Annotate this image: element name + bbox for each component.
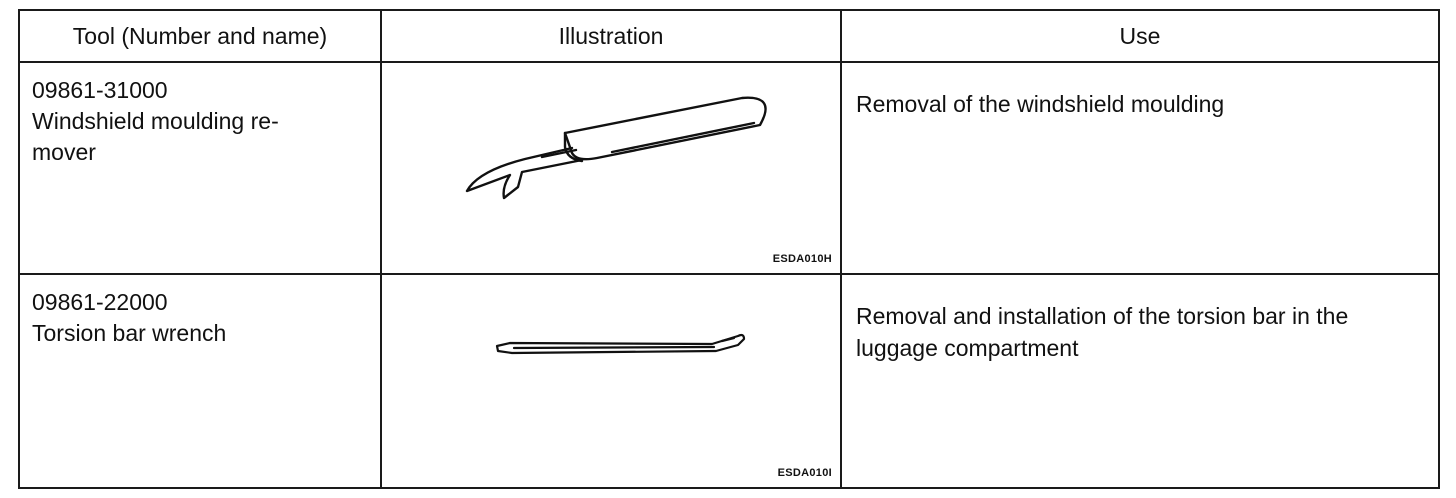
tool-number: 09861-31000 — [32, 77, 168, 103]
table-header-row: Tool (Number and name) Illustration Use — [18, 9, 1440, 63]
table-row: 09861-22000 Torsion bar wrench ESDA010I … — [18, 273, 1440, 489]
torsion-bar-wrench-icon — [495, 333, 746, 355]
windshield-moulding-remover-icon — [465, 96, 767, 200]
header-illustration: Illustration — [380, 9, 842, 63]
illustration-code: ESDA010I — [777, 467, 832, 479]
illustration-cell: ESDA010H — [380, 61, 842, 275]
header-tool: Tool (Number and name) — [18, 9, 382, 63]
tool-name: Torsion bar wrench — [32, 320, 227, 346]
tool-cell: 09861-31000 Windshield moulding re- move… — [18, 61, 382, 275]
special-tools-table: Tool (Number and name) Illustration Use … — [18, 9, 1440, 489]
use-cell: Removal and installation of the torsion … — [840, 273, 1440, 489]
table-row: 09861-31000 Windshield moulding re- move… — [18, 61, 1440, 275]
tool-name: Windshield moulding re- mover — [32, 108, 279, 165]
tool-cell: 09861-22000 Torsion bar wrench — [18, 273, 382, 489]
tool-number: 09861-22000 — [32, 289, 168, 315]
header-use: Use — [840, 9, 1440, 63]
illustration-cell: ESDA010I — [380, 273, 842, 489]
illustration-code: ESDA010H — [772, 253, 832, 265]
use-cell: Removal of the windshield moulding — [840, 61, 1440, 275]
